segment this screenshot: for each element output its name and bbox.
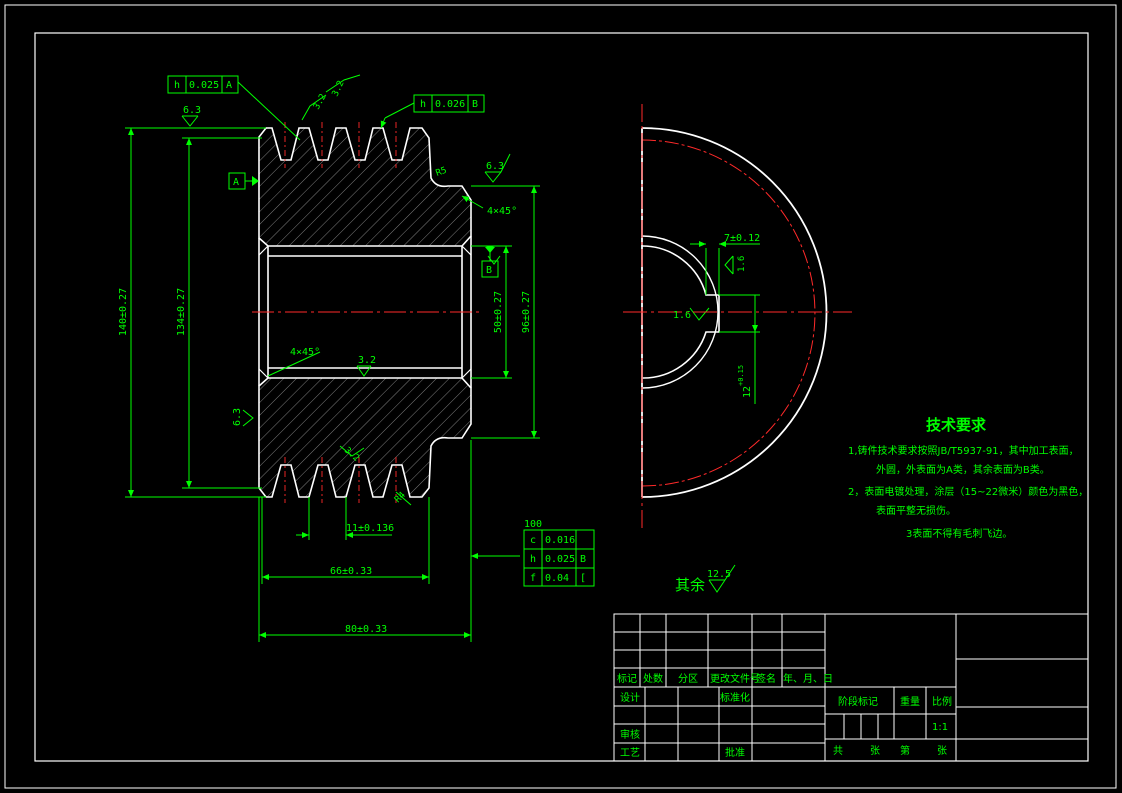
- tb-count: 处数: [643, 672, 663, 685]
- note-line-1: 1,铸件技术要求按照JB/T5937-91，其中加工表面，: [848, 444, 1079, 457]
- rough-top-groove-2: 3.2: [331, 79, 347, 98]
- note-line-3: 2，表面电镀处理，涂层（15~22微米）颜色为黑色，: [848, 485, 1088, 498]
- tolerance-frame-2: h 0.026 B: [413, 94, 485, 113]
- rough-top-left: 6.3: [183, 105, 201, 116]
- tb-change-doc: 更改文件号: [710, 672, 760, 685]
- datum-b: B: [486, 265, 492, 276]
- rough-1: 1.6: [673, 310, 691, 321]
- svg-text:h: h: [174, 80, 180, 91]
- tb-date: 年、月、日: [783, 672, 833, 685]
- upper-hatched-section: [258, 127, 472, 247]
- tb-sheet-unit: 张: [870, 745, 880, 757]
- pulley-half-view: 7±0.12 1.6 1.6 12 +0.15: [623, 104, 852, 530]
- dim-11: 11±0.136: [346, 523, 394, 534]
- tb-signature: 签名: [756, 672, 776, 685]
- note-line-5: 3表面不得有毛刺飞边。: [906, 527, 1012, 540]
- hub-arc: [641, 235, 719, 389]
- rough-right: 6.3: [486, 161, 504, 172]
- inner-border: [34, 32, 1089, 762]
- svg-text:0.026: 0.026: [435, 99, 465, 110]
- tb-standard: 标准化: [720, 691, 750, 704]
- svg-text:A: A: [226, 80, 232, 91]
- tb-stage-mark: 阶段标记: [838, 695, 878, 708]
- tb-total: 共: [833, 745, 843, 757]
- dim-96: 96±0.27: [521, 291, 532, 333]
- dim-140: 140±0.27: [118, 288, 129, 336]
- tb-approve: 批准: [725, 746, 745, 759]
- svg-text:c: c: [530, 535, 536, 546]
- keyway-width: 7±0.12: [724, 233, 760, 244]
- svg-text:[: [: [580, 573, 586, 584]
- technical-notes: 技术要求 1,铸件技术要求按照JB/T5937-91，其中加工表面， 外圆，外表…: [675, 416, 1088, 594]
- tb-page: 第: [900, 744, 910, 757]
- tb-mark: 标记: [617, 673, 637, 685]
- rest-roughness: 12.5: [707, 569, 731, 580]
- tb-weight: 重量: [900, 695, 920, 708]
- rough-left: 6.3: [232, 408, 243, 426]
- svg-text:h: h: [530, 554, 536, 565]
- note-line-4: 表面平整无损伤。: [876, 504, 956, 517]
- radius-label-2: R4: [393, 490, 408, 505]
- title-block: [613, 613, 1089, 762]
- svg-text:f: f: [530, 573, 536, 584]
- dim-80: 80±0.33: [345, 624, 387, 635]
- groove-half-circle: [641, 139, 816, 487]
- svg-text:0.016: 0.016: [545, 535, 575, 546]
- tb-process: 工艺: [620, 747, 640, 759]
- svg-text:0.04: 0.04: [545, 573, 569, 584]
- lower-hatched-section: [258, 377, 472, 498]
- notes-title: 技术要求: [926, 416, 987, 434]
- tb-review: 审核: [620, 728, 640, 741]
- svg-text:h: h: [420, 99, 426, 110]
- bore-arc: [641, 245, 720, 379]
- keyway-depth-tol: +0.15: [737, 365, 745, 386]
- tb-zone: 分区: [678, 673, 698, 685]
- pulley-section-view: 140±0.27 134±0.27 50±0.27 96±0.27 11±0.1…: [118, 74, 736, 642]
- svg-text:0.025: 0.025: [545, 554, 575, 565]
- svg-text:100: 100: [524, 519, 542, 530]
- dim-66: 66±0.33: [330, 566, 372, 577]
- svg-text:0.025: 0.025: [189, 80, 219, 91]
- radius-label: R5: [435, 166, 449, 179]
- tb-scale-value: 1:1: [932, 722, 948, 733]
- tolerance-frame-1: h 0.025 A: [167, 75, 239, 94]
- outer-border: [4, 4, 1117, 789]
- dim-50: 50±0.27: [493, 291, 504, 333]
- tb-scale: 比例: [932, 695, 952, 708]
- rough-bore: 3.2: [358, 355, 376, 366]
- svg-text:B: B: [472, 99, 478, 110]
- keyway-depth: 12: [742, 386, 753, 398]
- rough-2: 1.6: [737, 256, 747, 272]
- dim-134: 134±0.27: [176, 288, 187, 336]
- rough-top-groove: 3.2: [312, 92, 329, 111]
- chamfer-top: 4×45°: [487, 206, 517, 217]
- tb-design: 设计: [620, 691, 640, 704]
- chamfer-bore: 4×45°: [290, 347, 320, 358]
- tb-sheet-unit-2: 张: [937, 745, 947, 757]
- note-line-2: 外圆，外表面为A类，其余表面为B类。: [876, 463, 1050, 476]
- svg-text:B: B: [580, 554, 586, 565]
- datum-a: A: [233, 177, 239, 188]
- rest-label: 其余: [675, 576, 705, 594]
- tolerance-table: 100 c 0.016 h 0.025 B f 0.04 [: [523, 519, 595, 587]
